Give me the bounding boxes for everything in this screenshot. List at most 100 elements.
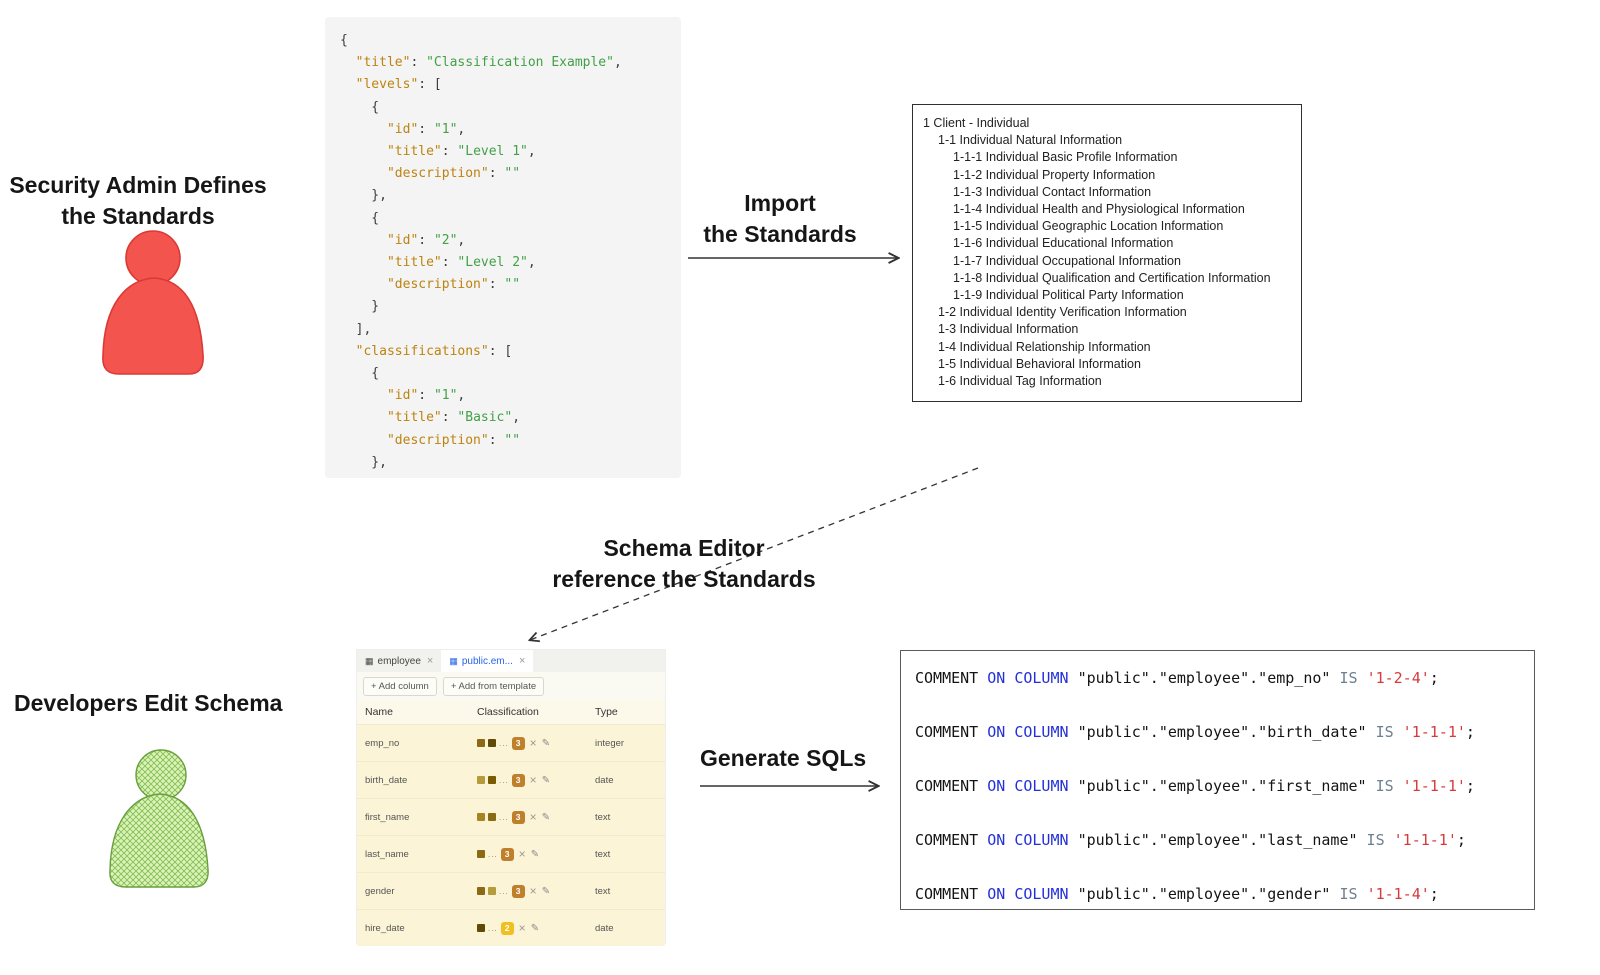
edit-classification-icon[interactable]: ✎ (541, 885, 551, 897)
code-line: "title": "Level 1", (386, 144, 536, 160)
code-line: "classifications": [ (355, 343, 513, 359)
classification-item: 1-1 Individual Natural Information (938, 133, 1123, 148)
classification-item: 1-1-3 Individual Contact Information (953, 184, 1152, 199)
code-line: "title": "Classification Example", (355, 55, 622, 71)
edit-classification-icon[interactable]: ✎ (541, 737, 551, 749)
code-line: COMMENT ON COLUMN "public"."employee"."g… (915, 885, 1439, 903)
import-arrow-label: Import the Standards (685, 188, 875, 250)
code-line: { (340, 33, 348, 48)
edit-classification-icon[interactable]: ✎ (541, 811, 551, 823)
code-line: "title": "Basic", (386, 410, 521, 426)
tab-public-employee[interactable]: ▦ public.em... × (441, 650, 534, 672)
edit-classification-icon[interactable]: ✎ (530, 922, 540, 934)
tab-bar-filler (533, 650, 665, 672)
column-type-cell: text (595, 811, 611, 823)
classification-cell: ...3×✎ (477, 884, 595, 898)
classification-item: 1-1-7 Individual Occupational Informatio… (953, 253, 1181, 268)
classification-item: 1-3 Individual Information (938, 322, 1079, 337)
import-label-line1: Import (744, 190, 816, 216)
code-line: COMMENT ON COLUMN "public"."employee"."f… (915, 777, 1475, 795)
table-row: gender...3×✎text (357, 872, 665, 909)
chip-ellipsis: ... (499, 738, 509, 748)
header-name: Name (365, 706, 394, 718)
column-name-cell: first_name (365, 811, 410, 823)
table-header-row: Name Classification Type (357, 700, 665, 724)
code-line: "id": "1", (386, 121, 466, 137)
code-line: "description": "" (386, 166, 521, 182)
security-admin-label: Security Admin Defines the Standards (8, 170, 268, 232)
column-name-cell: hire_date (365, 922, 405, 934)
classification-count-badge: 2 (500, 921, 514, 935)
remove-classification-icon[interactable]: × (529, 884, 537, 898)
column-name-cell: gender (365, 885, 395, 897)
chip-ellipsis: ... (499, 886, 509, 896)
remove-classification-icon[interactable]: × (529, 736, 537, 750)
schema-ref-label: Schema Editor reference the Standards (528, 533, 840, 595)
classification-count-badge: 3 (511, 810, 525, 824)
remove-classification-icon[interactable]: × (529, 773, 537, 787)
remove-classification-icon[interactable]: × (518, 921, 526, 935)
tab-close-icon[interactable]: × (518, 655, 526, 667)
column-name-cell: last_name (365, 848, 409, 860)
table-row: birth_date...3×✎date (357, 761, 665, 798)
column-name-cell: birth_date (365, 774, 408, 786)
remove-classification-icon[interactable]: × (518, 847, 526, 861)
code-line: }, (340, 188, 387, 204)
editor-toolbar: + Add column + Add from template (357, 672, 665, 700)
classification-item: 1-1-8 Individual Qualification and Certi… (953, 270, 1271, 285)
classification-cell: ...2 × ✎ (477, 921, 595, 935)
edit-classification-icon[interactable]: ✎ (541, 774, 551, 786)
classification-item: 1-5 Individual Behavioral Information (938, 356, 1141, 371)
schema-ref-label-line2: reference the Standards (552, 566, 816, 592)
code-line: { (340, 366, 380, 382)
classification-chip (488, 887, 496, 895)
classification-item: 1-1-5 Individual Geographic Location Inf… (953, 219, 1224, 234)
security-admin-label-line1: Security Admin Defines (9, 172, 267, 198)
classification-item: 1-4 Individual Relationship Information (938, 339, 1151, 354)
classification-count-badge: 3 (511, 773, 525, 787)
code-line: "title": "Level 2", (386, 255, 536, 271)
add-from-template-button[interactable]: + Add from template (442, 676, 545, 696)
classification-chip (477, 850, 485, 858)
classification-chip (477, 776, 485, 784)
chip-ellipsis: ... (488, 923, 498, 933)
edit-classification-icon[interactable]: ✎ (530, 848, 540, 860)
table-row: emp_no...3×✎integer (357, 724, 665, 761)
schema-ref-label-line1: Schema Editor (603, 535, 765, 561)
column-type-cell: date (595, 774, 614, 786)
header-classification: Classification (477, 706, 539, 718)
table-icon: ▦ (365, 655, 374, 666)
code-line: COMMENT ON COLUMN "public"."employee"."e… (915, 669, 1439, 687)
code-line: "id": "1", (386, 388, 466, 404)
table-row: last_name...3×✎text (357, 835, 665, 872)
generate-sqls-label: Generate SQLs (700, 745, 867, 771)
code-line: ], (340, 321, 372, 337)
code-line: } (340, 299, 380, 315)
developers-label: Developers Edit Schema (14, 690, 283, 716)
code-line: "id": "2", (386, 232, 466, 248)
classification-count-badge: 3 (500, 847, 514, 861)
classification-cell: ...3×✎ (477, 773, 595, 787)
tab-employee[interactable]: ▦ employee × (357, 650, 442, 672)
classification-chip (488, 813, 496, 821)
classification-chip (477, 739, 485, 747)
classification-cell: ...3×✎ (477, 847, 595, 861)
classification-chip (477, 887, 485, 895)
tab-employee-label: employee (377, 655, 421, 667)
add-column-button[interactable]: + Add column (363, 676, 437, 696)
code-line: }, (340, 454, 387, 470)
header-type: Type (595, 706, 618, 718)
tab-close-icon[interactable]: × (426, 655, 434, 667)
classification-item: 1-1-9 Individual Political Party Informa… (953, 288, 1184, 303)
classification-item: 1-1-4 Individual Health and Physiologica… (953, 202, 1245, 217)
code-line: "description": "" (386, 277, 521, 293)
column-type-cell: text (595, 848, 611, 860)
table-row: hire_date...2×✎date (357, 909, 665, 946)
code-line: { (340, 210, 380, 226)
developer-person-icon (109, 749, 209, 888)
import-label-line2: the Standards (703, 221, 857, 247)
remove-classification-icon[interactable]: × (529, 810, 537, 824)
